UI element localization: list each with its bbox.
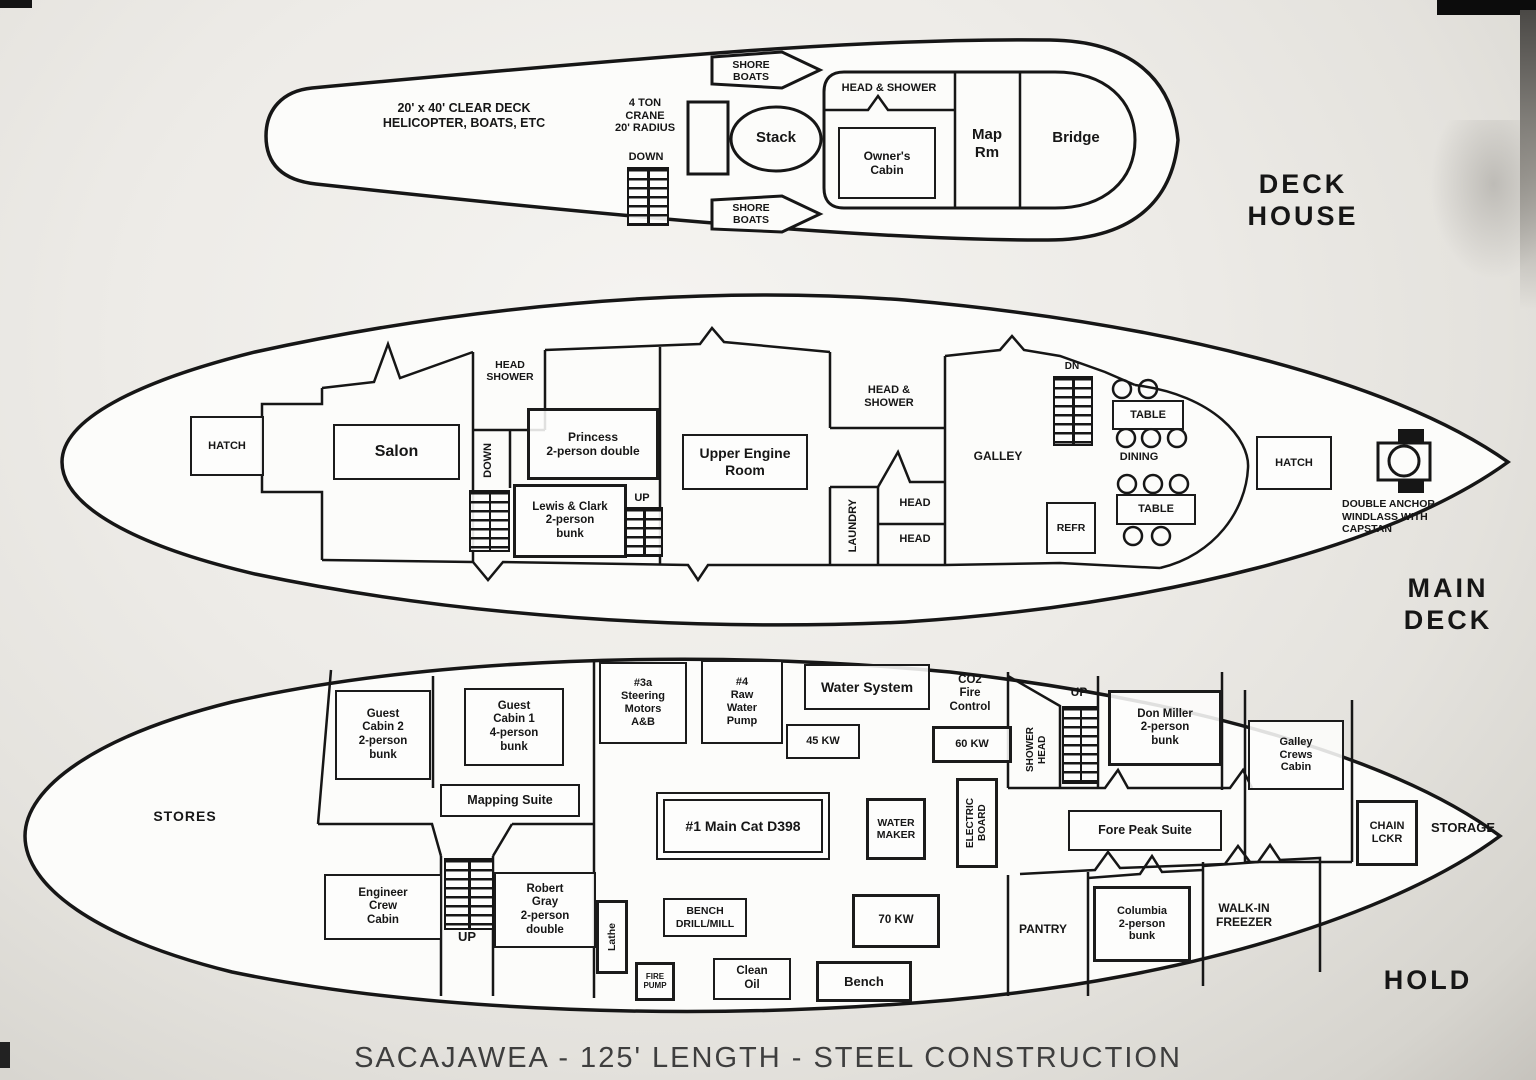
main-engine-room: #1 Main Cat D398: [656, 792, 830, 860]
crane-note: 4 TON CRANE 20' RADIUS: [614, 96, 676, 135]
clear-deck-note: 20' x 40' CLEAR DECK HELICOPTER, BOATS, …: [382, 101, 546, 130]
shore-boat-bottom: [710, 194, 824, 234]
shore-boats-top-label: SHORE BOATS: [732, 58, 770, 83]
refrigerator-room: REFR: [1046, 502, 1096, 554]
bench-drill-mill-station: BENCH DRILL/MILL: [663, 898, 747, 937]
stairs-up-aft-label: UP: [457, 929, 477, 945]
chain-locker-room: CHAIN LCKR: [1356, 800, 1418, 866]
generator-60kw: 60 KW: [932, 726, 1012, 763]
fore-peak-suite-room: Fore Peak Suite: [1068, 810, 1222, 851]
stairs-down-icon-maindeck: [469, 490, 510, 552]
stores-label: STORES: [153, 807, 217, 824]
storage-label: STORAGE: [1430, 820, 1496, 836]
head-1-label: HEAD: [899, 496, 931, 509]
salon-room: Salon: [333, 424, 460, 480]
steering-motors-room: #3a Steering Motors A&B: [599, 662, 687, 744]
shore-boats-bottom-label: SHORE BOATS: [732, 201, 770, 226]
guest-cabin-1-room: Guest Cabin 1 4-person bunk: [464, 688, 564, 766]
scan-edge-top-right: [1437, 0, 1536, 15]
crane-pedestal: [686, 100, 730, 176]
main-engine-inner-box: #1 Main Cat D398: [663, 799, 823, 853]
laundry-label: LAUNDRY: [840, 490, 866, 562]
stairs-dn-label: DN: [1064, 361, 1080, 373]
galley-crews-cabin-room: Galley Crews Cabin: [1248, 720, 1344, 790]
deck-house-title: DECK HOUSE: [1247, 169, 1359, 231]
head-shower-deckhouse-label: HEAD & SHOWER: [841, 81, 937, 94]
water-maker-room: WATER MAKER: [866, 798, 926, 860]
dining-table-2: TABLE: [1116, 494, 1196, 525]
bench-station: Bench: [816, 961, 912, 1002]
co2-fire-control-label: CO2 Fire Control: [949, 673, 991, 713]
raw-water-pump-room: #4 Raw Water Pump: [701, 660, 783, 744]
laundry-vertical-text: LAUNDRY: [846, 499, 859, 553]
scan-nick-top-left: [0, 0, 32, 8]
generator-45kw: 45 KW: [786, 724, 860, 759]
stairs-down-label-deckhouse: DOWN: [628, 150, 664, 163]
stack-label: Stack: [755, 129, 797, 147]
capstan-icon: [1376, 429, 1432, 493]
stairs-down-icon-deckhouse: [627, 167, 669, 226]
generator-70kw: 70 KW: [852, 894, 940, 948]
engineer-crew-cabin-room: Engineer Crew Cabin: [324, 874, 442, 940]
columbia-cabin-room: Columbia 2-person bunk: [1093, 886, 1191, 962]
scan-edge-right: [1520, 10, 1536, 310]
electric-board-vertical-text: ELECTRIC BOARD: [965, 798, 988, 848]
map-room-label: Map Rm: [972, 126, 1002, 161]
shore-boat-top: [710, 50, 824, 90]
lathe-vertical-text: Lathe: [605, 922, 618, 951]
scan-nick-bottom-left: [0, 1042, 10, 1068]
galley-label: GALLEY: [973, 448, 1023, 463]
water-system-room: Water System: [804, 664, 930, 710]
stairs-up-fwd-icon: [1062, 706, 1099, 784]
deck-house-hull: [264, 38, 1180, 242]
stairs-up-label-maindeck: UP: [634, 491, 650, 504]
shower-head-vertical-text: SHOWER HEAD: [1025, 726, 1048, 772]
dining-table-1: TABLE: [1112, 400, 1184, 430]
deck-house-cabin-block: [822, 70, 1137, 210]
scan-smudge: [1430, 120, 1536, 280]
down-vertical-text: DOWN: [481, 442, 494, 478]
upper-engine-room: Upper Engine Room: [682, 434, 808, 490]
don-miller-cabin-room: Don Miller 2-person bunk: [1108, 690, 1222, 766]
walk-in-freezer-label: WALK-IN FREEZER: [1215, 900, 1272, 929]
stairs-dn-icon: [1053, 376, 1093, 446]
robert-gray-cabin-room: Robert Gray 2-person double: [494, 872, 596, 948]
clean-oil-station: Clean Oil: [713, 958, 791, 1000]
head-shower-fwd-label: HEAD & SHOWER: [864, 384, 914, 409]
main-deck-title: MAIN DECK: [1403, 573, 1493, 635]
head-shower-aft-label: HEAD SHOWER: [486, 358, 534, 383]
hatch-fwd-room: HATCH: [1256, 436, 1332, 490]
bridge-label: Bridge: [1052, 129, 1100, 147]
hold-title: HOLD: [1383, 965, 1473, 996]
dining-label: DINING: [1119, 450, 1159, 463]
mapping-suite-room: Mapping Suite: [440, 784, 580, 817]
stairs-up-aft-icon: [444, 858, 494, 930]
guest-cabin-2-room: Guest Cabin 2 2-person bunk: [335, 690, 431, 780]
fire-pump-station: FIRE PUMP: [635, 962, 675, 1001]
lathe-station: Lathe: [596, 900, 628, 974]
shower-head-label: SHOWER HEAD: [1016, 714, 1058, 784]
pantry-label: PANTRY: [1019, 921, 1067, 936]
owners-cabin-room: Owner's Cabin: [838, 127, 936, 199]
princess-cabin-room: Princess 2-person double: [527, 408, 659, 480]
stairs-up-icon-maindeck: [625, 507, 663, 557]
stairs-down-label-maindeck: DOWN: [474, 432, 502, 488]
lewis-clark-cabin-room: Lewis & Clark 2-person bunk: [513, 484, 627, 558]
stack-outline: [729, 105, 823, 173]
electric-board-room: ELECTRIC BOARD: [956, 778, 998, 868]
document-title: SACAJAWEA - 125' LENGTH - STEEL CONSTRUC…: [354, 1041, 1182, 1074]
windlass-note: DOUBLE ANCHOR WINDLASS WITH CAPSTAN: [1342, 498, 1435, 536]
head-2-label: HEAD: [899, 532, 931, 545]
hatch-aft-room: HATCH: [190, 416, 264, 476]
stairs-up-fwd-label: UP: [1070, 684, 1088, 699]
